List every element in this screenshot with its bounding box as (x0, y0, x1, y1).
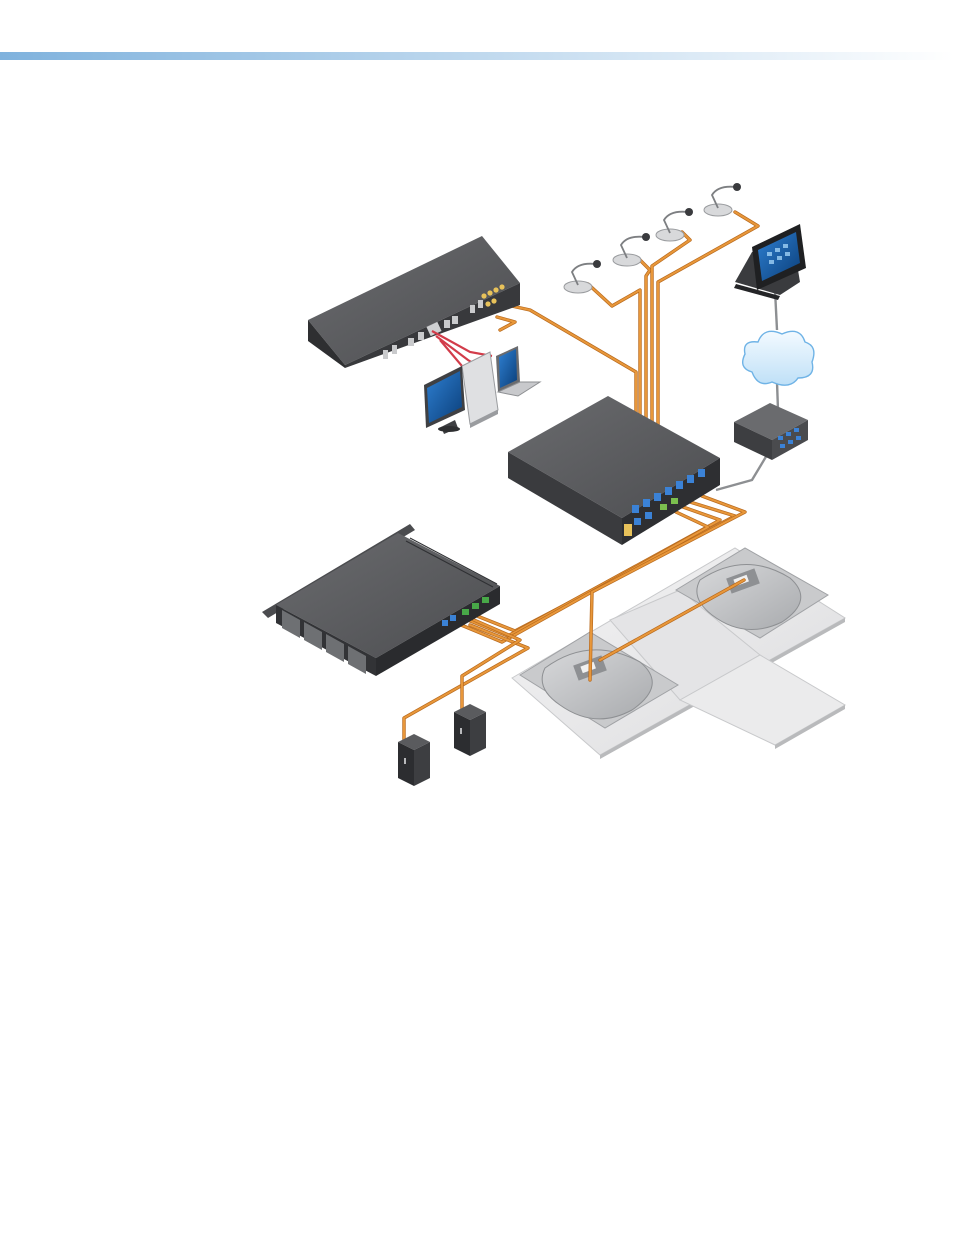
network-switch (734, 403, 808, 460)
laptop-computer (496, 346, 540, 396)
surface-speaker-left (398, 734, 430, 786)
av-switcher (308, 236, 520, 368)
network-cloud (743, 331, 814, 385)
gooseneck-microphone-1 (564, 260, 601, 293)
audio-dsp-processor (508, 396, 720, 545)
gooseneck-microphone-2 (613, 233, 650, 266)
touchpanel (734, 224, 806, 300)
video-cable (432, 331, 492, 356)
power-amplifier (262, 524, 500, 676)
network-cables (716, 290, 778, 490)
surface-speakers (398, 704, 486, 786)
surface-speaker-right (454, 704, 486, 756)
